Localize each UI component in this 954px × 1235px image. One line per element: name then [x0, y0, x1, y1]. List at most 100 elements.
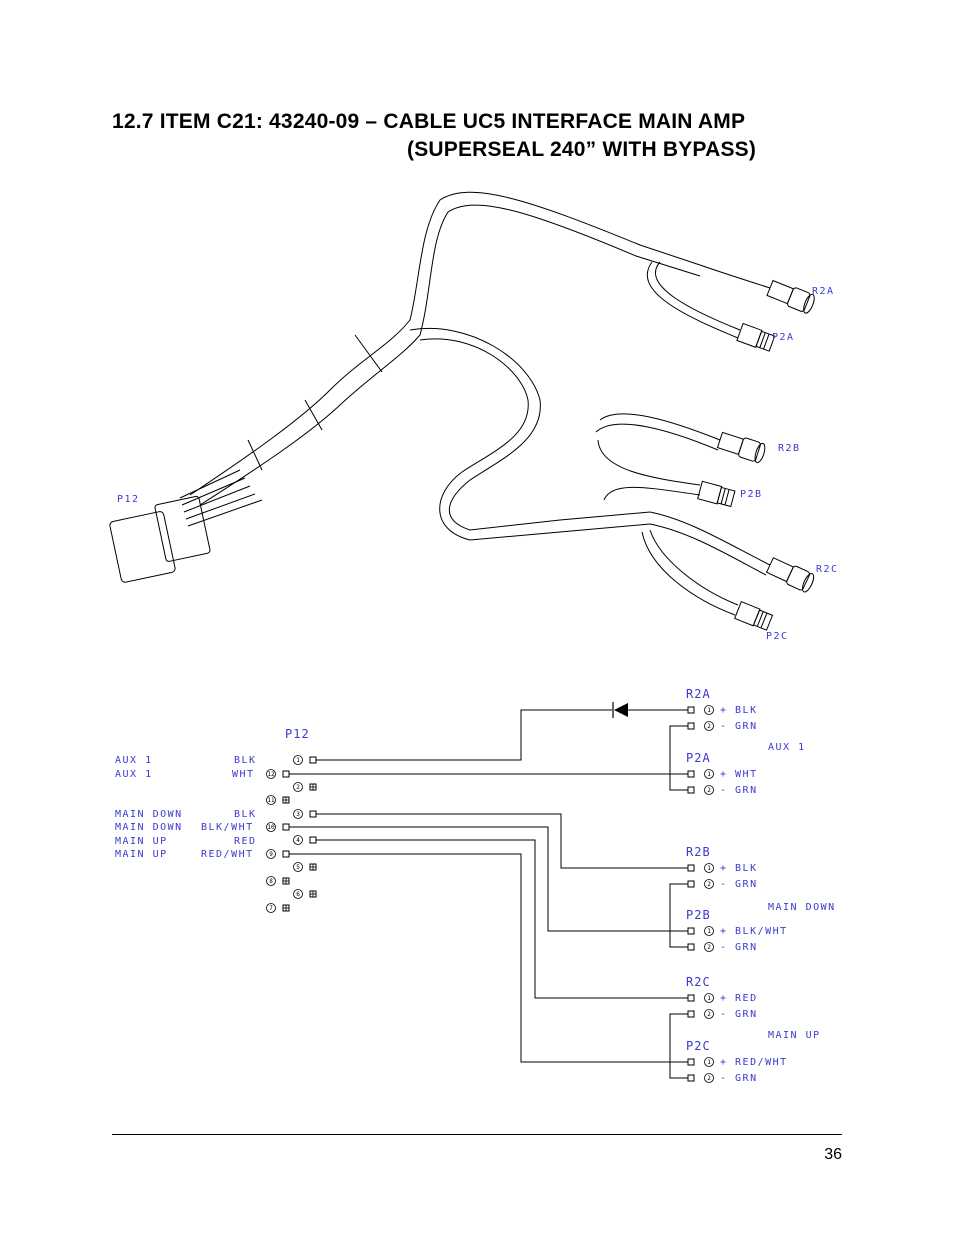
pin-function: - GRN [720, 942, 758, 953]
harness-label-r2c: R2C [816, 564, 839, 575]
pin-number: 4 [296, 837, 300, 844]
pin-number: 12 [267, 771, 275, 778]
section-heading-line-2: (SUPERSEAL 240” WITH BYPASS) [407, 138, 757, 161]
pin-number: 7 [269, 905, 273, 912]
group-label-main-up: MAIN UP [768, 1030, 821, 1041]
pin-function: - GRN [720, 721, 758, 732]
pin-number: 1 [707, 995, 711, 1002]
wire-main-up-redwht [289, 853, 688, 1063]
p2c-connector [733, 601, 774, 631]
p2a-lead [655, 261, 741, 331]
pin-number: 1 [707, 771, 711, 778]
function-name: AUX 1 [115, 755, 153, 766]
pin-number: 5 [296, 864, 300, 871]
pin-number: 11 [267, 797, 275, 804]
pin-number: 9 [269, 851, 273, 858]
pin-number: 1 [296, 757, 300, 764]
p12-pin: 4 [293, 835, 317, 845]
p12-connector-body [109, 511, 176, 583]
connector-r2b: R2B 1 + BLK 2 - GRN [686, 845, 758, 890]
harness-label-r2a: R2A [812, 286, 835, 297]
connector-r2c: R2C 1 + RED 2 - GRN [686, 975, 758, 1020]
footer-rule [112, 1134, 842, 1135]
p12-pin: 6 [293, 889, 317, 899]
pin-number: 3 [296, 811, 300, 818]
r2b-lead-edge [595, 423, 719, 451]
r2c-lead [649, 511, 771, 566]
p12-pin: 5 [293, 862, 317, 872]
pin-function: - GRN [720, 1073, 758, 1084]
function-name: MAIN DOWN [115, 809, 183, 820]
harness-label-p2b: P2B [740, 489, 763, 500]
harness-illustration [109, 191, 815, 631]
p12-pin: 1 [293, 755, 317, 765]
p12-pin: 7 [266, 903, 290, 913]
pin-number: 1 [707, 928, 711, 935]
harness-lower-branch-edge [419, 338, 651, 541]
wire-main-down-blk [316, 813, 688, 869]
p2b-connector [697, 480, 736, 508]
r2b-lead [599, 413, 721, 441]
harness-label-p2c: P2C [766, 631, 789, 642]
ground-bus-main-up [669, 1013, 688, 1079]
pin-function: + WHT [720, 769, 758, 780]
pin-number: 2 [707, 1011, 711, 1018]
p2c-lead [649, 529, 739, 606]
connector-id: P2C [686, 1039, 711, 1053]
pin-number: 1 [707, 865, 711, 872]
ground-bus-aux1 [669, 725, 688, 791]
pin-function: + RED/WHT [720, 1057, 788, 1068]
function-label: AUX 1 WHT [115, 769, 255, 780]
r2b-connector [716, 431, 766, 464]
wire-main-up-red [316, 839, 688, 999]
wiring-schematic: P12 AUX 1 BLK AUX 1 WHT MAIN DOWN BLK MA… [115, 687, 836, 1084]
r2a-connector [766, 279, 815, 314]
pin-function: + BLK [720, 863, 758, 874]
p12-title: P12 [285, 727, 310, 741]
connector-id: R2C [686, 975, 711, 989]
function-label: MAIN UP RED/WHT [115, 849, 254, 860]
pin-function: + BLK [720, 705, 758, 716]
wire-main-down-blkwht [289, 826, 688, 932]
connector-p2b: P2B 1 + BLK/WHT 2 - GRN [686, 908, 788, 953]
pin-function: - GRN [720, 1009, 758, 1020]
connector-r2a: R2A 1 + BLK 2 - GRN [686, 687, 758, 732]
pin-number: 10 [267, 824, 275, 831]
pin-function: - GRN [720, 879, 758, 890]
wire-color: RED/WHT [201, 849, 254, 860]
section-heading-line-1: 12.7 ITEM C21: 43240-09 – CABLE UC5 INTE… [112, 110, 746, 133]
p2a-lead-edge [646, 261, 739, 339]
p2a-connector [736, 322, 776, 352]
p12-pin: 10 [266, 822, 290, 832]
pin-number: 1 [707, 707, 711, 714]
p12-pin: 11 [266, 795, 290, 805]
p12-pin: 3 [293, 809, 317, 819]
pin-number: 8 [269, 878, 273, 885]
pin-number: 6 [296, 891, 300, 898]
group-label-main-down: MAIN DOWN [768, 902, 836, 913]
wire-color: BLK [234, 755, 257, 766]
harness-trunk-edge [199, 204, 701, 506]
connector-id: R2A [686, 687, 711, 701]
function-name: MAIN UP [115, 836, 168, 847]
diode-symbol [612, 702, 628, 718]
pin-function: + BLK/WHT [720, 926, 788, 937]
function-label: MAIN DOWN BLK/WHT [115, 822, 252, 833]
function-name: MAIN DOWN [115, 822, 183, 833]
function-label: MAIN UP RED [115, 836, 255, 847]
function-name: AUX 1 [115, 769, 153, 780]
p2b-lead [597, 439, 701, 486]
wire-aux1-blk [316, 709, 612, 761]
cable-tie [247, 334, 383, 471]
pin-number: 2 [707, 944, 711, 951]
ground-bus-main-down [669, 883, 688, 948]
p12-pin: 8 [266, 876, 290, 886]
wire-color: WHT [232, 769, 255, 780]
p12-pin: 12 [266, 769, 290, 779]
page-number: 36 [824, 1146, 842, 1163]
r2c-lead-edge [649, 523, 767, 576]
pin-number: 2 [707, 787, 711, 794]
r2a-lead [699, 264, 771, 289]
p2b-lead-edge [603, 486, 701, 501]
connector-p2a: P2A 1 + WHT 2 - GRN [686, 751, 758, 796]
